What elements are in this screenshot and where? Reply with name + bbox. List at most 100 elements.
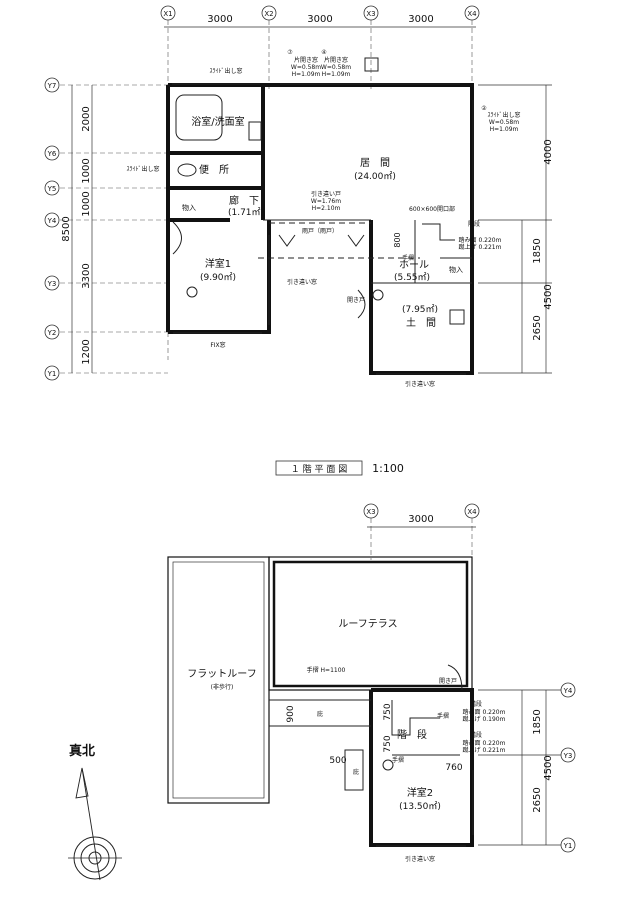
note-handrail-h: 手摺 H=1100 [307,666,346,674]
note-stairs-riser: 蹴上げ 0.221m [459,243,502,251]
note-stairs-label-f2a: 階段 [470,700,482,708]
grid-bubble-y4-f2 [560,682,576,698]
note-d800: 800 [393,232,402,247]
grid-label-y3-f2: Y3 [563,752,573,760]
note-sliding-door-w: W=1.76m [311,198,341,205]
north-arrow: 真北 [68,743,122,881]
grid-bubble-y3-f2 [560,747,576,763]
note-riser2: 蹴上げ 0.221m [463,746,506,754]
floor1-labels: 浴室/洗面室 便 所 居 間 (24.00㎡) 廊 下 (1.71㎡) 洋室1 … [182,115,463,329]
room-doma: 土 間 [406,316,436,329]
grid-label-x1: X1 [163,10,172,18]
sink-icon [248,121,262,141]
note-window-right-h: H=1.09m [490,126,519,133]
floor1-scale: 1:100 [372,462,404,475]
grid-bubble-y1-f2 [560,837,576,853]
dim-left-1000b: 1000 [81,191,92,216]
vent-icon [364,57,379,72]
grid-y-left: Y7 Y6 Y5 Y4 Y3 Y2 Y1 2000 1000 1000 3300… [44,77,168,381]
room-living: 居 間 [360,157,390,169]
note-inspection: 600×600開口部 [409,205,455,213]
note-casement1-name: 片開き窓 [294,56,318,64]
eaves-box [344,749,364,791]
room-hall: ホール [399,259,429,271]
grid-label-x4-f2: X4 [467,508,477,516]
dim-left-1200: 1200 [81,339,92,364]
note-d500: 500 [329,756,346,766]
floor2-labels: ルーフテラス フラットルーフ (非歩行) 洋室2 (13.50㎡) 階 段 [187,618,441,812]
dim-right-4500: 4500 [543,284,554,309]
dim-f2-4500: 4500 [543,755,554,780]
note-window-right-num: ② [481,105,487,112]
note-tread2: 踏み面 0.220m [463,739,506,747]
dim-f2-3000: 3000 [408,514,433,525]
note-d750b: 750 [383,735,393,752]
door-swing-western1 [172,221,182,255]
room-corridor-area: (1.71㎡) [228,207,264,218]
note-stairs-label-f2b: 階段 [470,731,482,739]
stair-icon [422,223,455,241]
dim-right-4000: 4000 [543,139,554,164]
grid-bubble-y5 [44,180,60,196]
grid-bubble-x4-f2 [464,503,480,519]
note-window-left: ｽﾗｲﾄﾞ出し窓 [126,165,159,173]
note-sliding-window-mid: 引き違い窓 [287,278,317,286]
grid-label-y3: Y3 [47,280,57,288]
grid-bubble-y6 [44,145,60,161]
grid-x-top: X1 X2 X3 X4 3000 3000 3000 [160,5,480,360]
north-label: 真北 [69,743,95,759]
dim-top-1: 3000 [207,14,232,25]
skylight-mark-left [278,234,296,247]
grid-bubble-y7 [44,77,60,93]
dim-right-1850: 1850 [532,238,543,263]
note-door-open: 開き戸 [347,297,365,304]
dims-right-floor1: 4000 1850 2650 4500 [478,84,554,374]
grid-bubble-x2 [261,5,277,21]
grid-bubble-x3 [363,5,379,21]
grid-label-x2: X2 [264,10,273,18]
note-sliding-window-f2: 引き違い窓 [405,855,435,863]
note-window-right-size: W=0.58m [489,119,519,126]
floor1-caption-text: １ 階 平 面 図 [291,464,347,475]
door-swing-entrance [357,289,366,319]
note-eaves2: 庇 [353,768,359,776]
grid-label-y4: Y4 [47,217,57,225]
room-western2-area: (13.50㎡) [399,801,441,812]
floor2-grid: X3 X4 3000 Y4 Y3 Y1 1850 2650 4500 [363,503,576,853]
note-stairs-label: 階段 [468,220,480,228]
grid-bubble-y2 [44,324,60,340]
toilet-icon [177,163,197,177]
note-fix-window: FIX窓 [210,341,225,349]
grid-label-x3-f2: X3 [366,508,375,516]
grid-label-y4-f2: Y4 [563,687,573,695]
north-arrow-icon [75,767,89,799]
floor1-caption: １ 階 平 面 図 1:100 [275,460,404,476]
stair2-icon [391,700,440,736]
note-stairs-tread: 踏み面 0.220m [459,236,502,244]
note-window-right-name: ｽﾗｲﾄﾞ出し窓 [487,111,520,119]
grid-bubble-x1 [160,5,176,21]
floor2-notes: 手摺 H=1100 開き戸 階段 踏み面 0.220m 蹴上げ 0.190m 階… [286,666,506,863]
room-roof-terrace: ルーフテラス [338,618,397,630]
grid-bubble-x4 [464,5,480,21]
note-casement2-size: W=0.58m [321,64,351,71]
grid-label-x3: X3 [366,10,375,18]
room-hall-area: (5.55㎡) [394,272,430,283]
note-eaves: 庇 [317,710,323,718]
room-doma-area: (7.95㎡) [402,304,438,315]
room-stairs-f2: 階 段 [397,728,427,741]
room-living-area: (24.00㎡) [354,171,396,182]
room-flat-roof-sub: (非歩行) [211,683,234,691]
floor1-notes: ｽﾗｲﾄﾞ出し窓 ｽﾗｲﾄﾞ出し窓 ⑦ 片開き窓 W=0.58m H=1.09m… [126,49,520,388]
room-bath: 浴室/洗面室 [191,115,244,128]
grid-label-y5: Y5 [47,185,57,193]
grid-label-y2: Y2 [47,329,57,337]
floor1-walls [166,83,474,375]
grid-bubble-y1 [44,365,60,381]
dim-left-1000: 1000 [81,158,92,183]
grid-label-y1: Y1 [47,370,57,378]
room-corridor: 廊 下 [229,194,259,207]
smoke-detector-icon-f2 [382,759,394,771]
dim-top-3: 3000 [408,14,433,25]
smoke-detector-icon [186,286,198,298]
